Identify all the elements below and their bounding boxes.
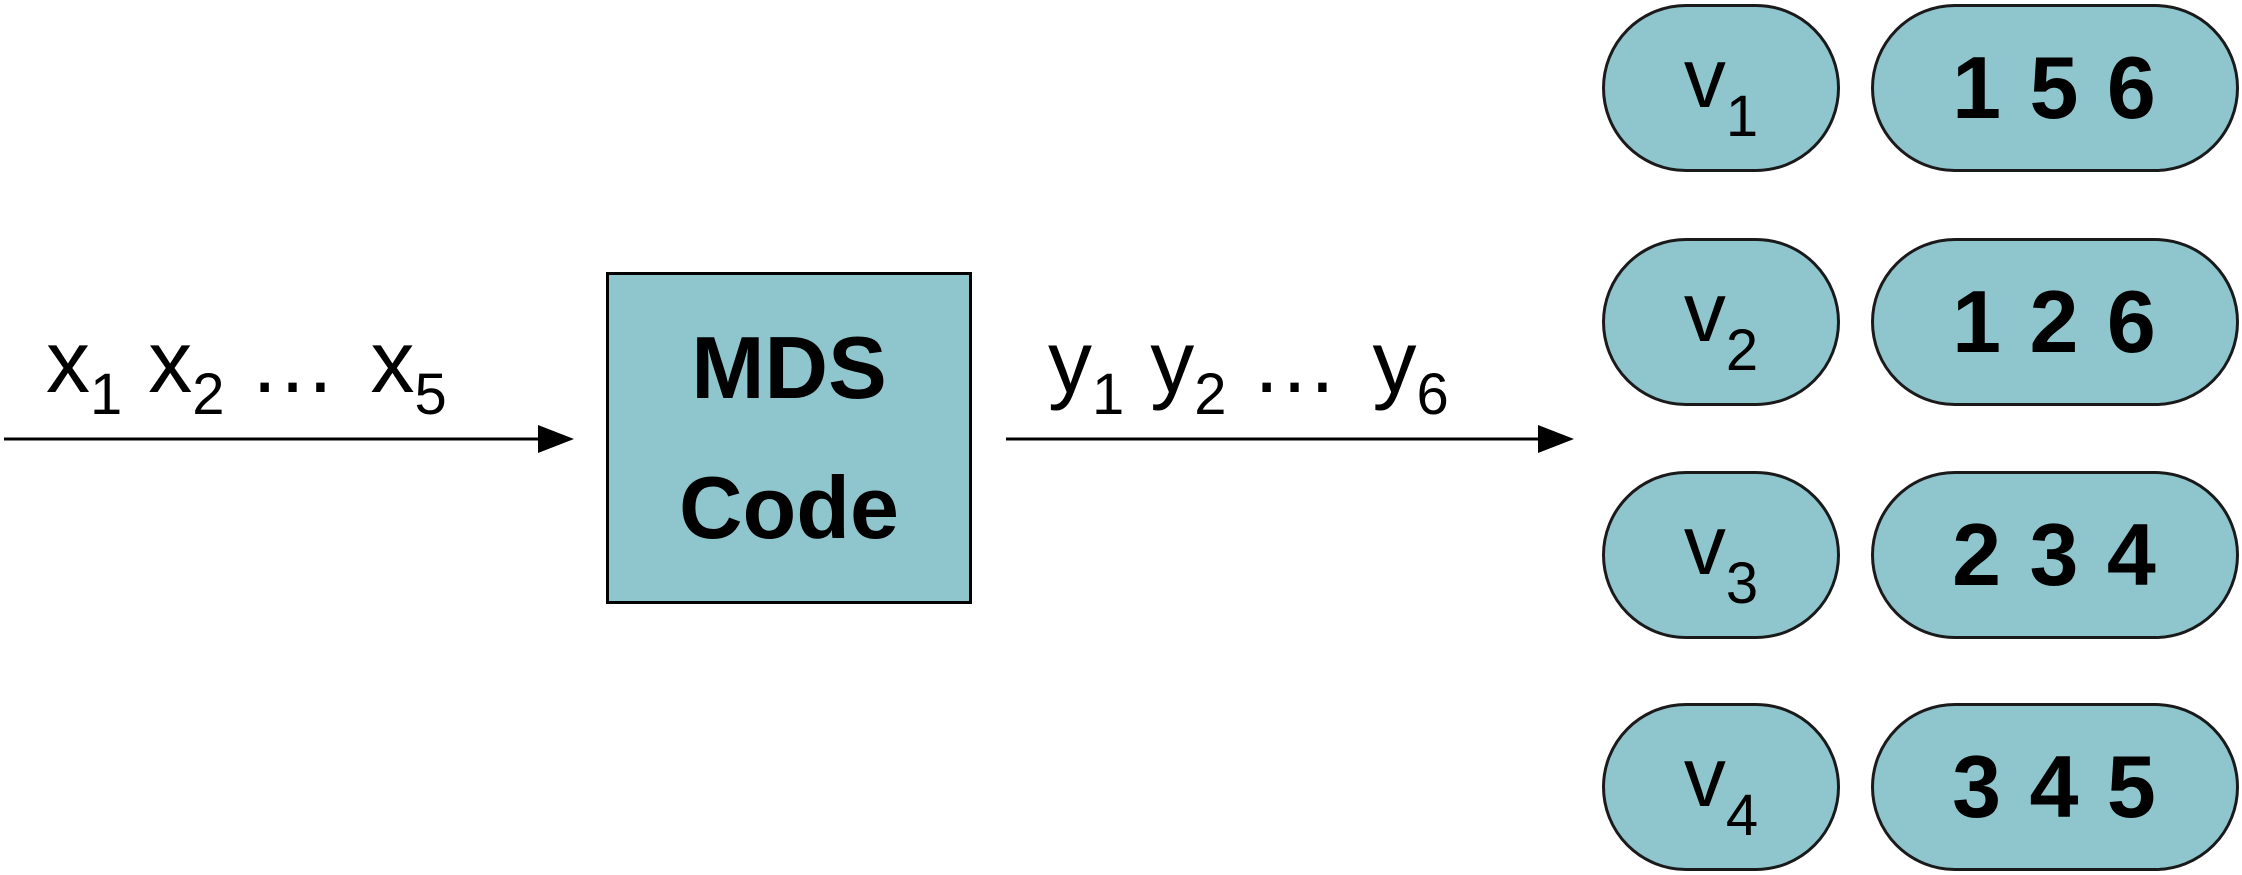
output-ellipsis: … [1250,312,1339,411]
node-v1-symbol-set: 1 5 6 [1871,4,2239,172]
output-symbol-last: y6 [1372,312,1449,428]
input-arrow [4,425,574,453]
node-v2-set-label: 1 2 6 [1952,272,2158,371]
mds-label: MDS [691,318,887,417]
input-symbol-1: x1 [46,312,123,428]
node-v4: v4 [1602,703,1840,871]
node-v3: v3 [1602,471,1840,639]
mds-code-block: MDS Code [606,272,972,604]
node-v4-set-label: 3 4 5 [1952,737,2158,836]
node-v3-set-label: 2 3 4 [1952,505,2158,604]
node-v2-symbol-set: 1 2 6 [1871,238,2239,406]
node-v3-symbol-set: 2 3 4 [1871,471,2239,639]
node-v2-label: v2 [1683,265,1759,383]
code-label: Code [679,458,899,557]
node-v1: v1 [1602,4,1840,172]
input-symbol-last: x5 [370,312,447,428]
output-symbol-1: y1 [1048,312,1125,428]
node-v1-label: v1 [1683,31,1759,149]
node-v3-label: v3 [1683,498,1759,616]
output-arrow [1006,425,1574,453]
node-v1-set-label: 1 5 6 [1952,38,2158,137]
input-symbol-2: x2 [148,312,225,428]
input-ellipsis: … [248,312,337,411]
node-v2: v2 [1602,238,1840,406]
output-symbol-2: y2 [1150,312,1227,428]
node-v4-label: v4 [1683,730,1759,848]
node-v4-symbol-set: 3 4 5 [1871,703,2239,871]
